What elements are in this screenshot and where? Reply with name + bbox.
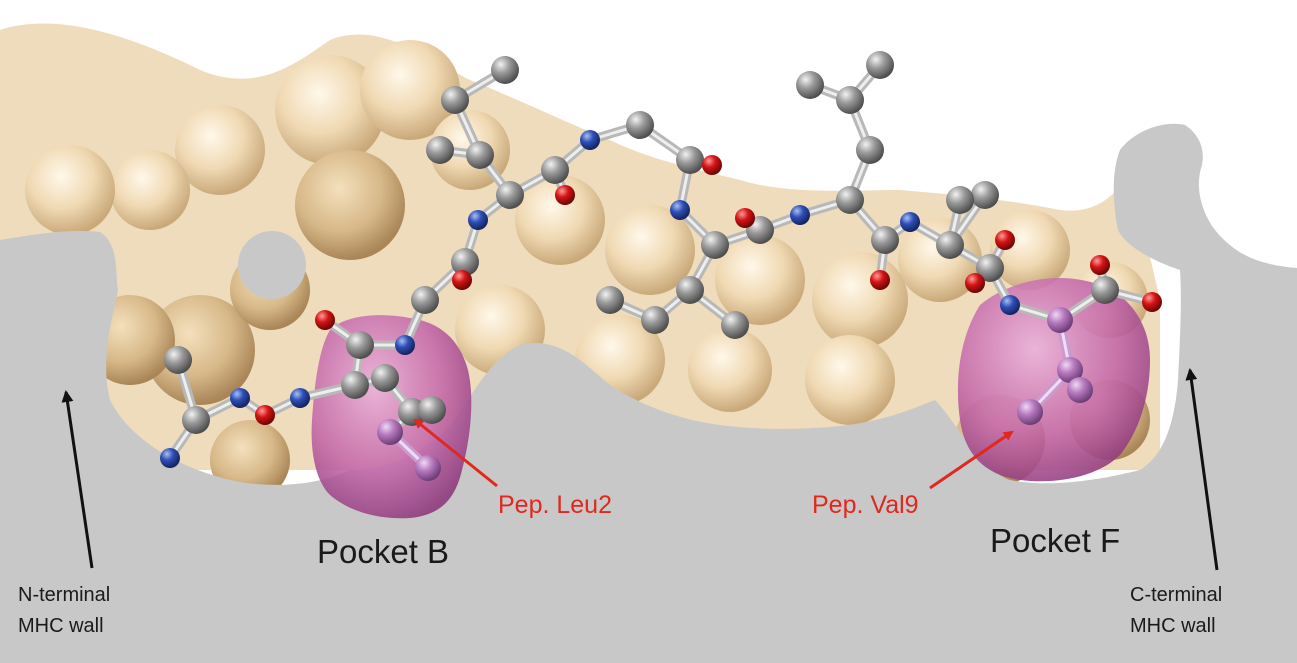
val9-label: Pep. Val9	[812, 491, 919, 519]
pocket-b-label: Pocket B	[317, 533, 450, 570]
carbon-atom	[1091, 276, 1119, 304]
carbon-atom	[721, 311, 749, 339]
n-terminal-line1: N-terminal	[18, 584, 111, 606]
pocket-f-label: Pocket F	[990, 522, 1121, 559]
pocket-f-surface	[957, 277, 1150, 482]
carbon-atom	[418, 396, 446, 424]
c-terminal-line2: MHC wall	[1130, 615, 1216, 637]
carbon-atom	[371, 364, 399, 392]
n-terminal-arrow	[61, 390, 94, 569]
n-terminal-line2: MHC wall	[18, 615, 104, 637]
leu2-arrow	[413, 418, 498, 488]
nitrogen-atom	[900, 212, 920, 232]
carbon-atom	[971, 181, 999, 209]
carbon-atom	[451, 248, 479, 276]
peptide-atoms	[160, 51, 1162, 481]
oxygen-atom	[995, 230, 1015, 250]
carbon-atom	[491, 56, 519, 84]
carbon-atom	[496, 181, 524, 209]
carbon-atom	[936, 231, 964, 259]
c-terminal-arrow	[1185, 368, 1219, 571]
leu2-label: Pep. Leu2	[498, 491, 612, 519]
carbon-atom	[466, 141, 494, 169]
carbon-atom	[976, 254, 1004, 282]
carbon-atom	[856, 136, 884, 164]
carbon-atom	[182, 406, 210, 434]
c-terminal-line1: C-terminal	[1130, 584, 1223, 606]
carbon-atom	[164, 346, 192, 374]
val9-arrow	[929, 430, 1014, 490]
oxygen-atom	[315, 310, 335, 330]
nitrogen-atom	[790, 205, 810, 225]
n-terminal-label: N-terminal MHC wall	[18, 580, 110, 642]
c-terminal-label: C-terminal MHC wall	[1130, 580, 1222, 642]
oxygen-atom	[965, 273, 985, 293]
pocket-carbon-atom	[377, 419, 403, 445]
carbon-atom	[641, 306, 669, 334]
carbon-atom	[341, 371, 369, 399]
carbon-atom	[676, 276, 704, 304]
carbon-atom	[836, 86, 864, 114]
carbon-atom	[346, 331, 374, 359]
mhc-cut-surface	[0, 123, 1297, 663]
nitrogen-atom	[670, 200, 690, 220]
carbon-atom	[596, 286, 624, 314]
pocket-carbon-atom	[415, 455, 441, 481]
carbon-atom	[541, 156, 569, 184]
carbon-atom	[866, 51, 894, 79]
nitrogen-atom	[580, 130, 600, 150]
carbon-atom	[411, 286, 439, 314]
nitrogen-atom	[160, 448, 180, 468]
nitrogen-atom	[395, 335, 415, 355]
pocket-carbon-atom	[1047, 307, 1073, 333]
carbon-atom	[836, 186, 864, 214]
nitrogen-atom	[290, 388, 310, 408]
oxygen-atom	[452, 270, 472, 290]
oxygen-atom	[555, 185, 575, 205]
oxygen-atom	[702, 155, 722, 175]
nitrogen-atom	[230, 388, 250, 408]
carbon-atom	[871, 226, 899, 254]
pocket-carbon-atom	[1057, 357, 1083, 383]
oxygen-atom	[870, 270, 890, 290]
oxygen-atom	[1090, 255, 1110, 275]
carbon-atom	[676, 146, 704, 174]
oxygen-atom	[1142, 292, 1162, 312]
pocket-carbon-atom	[1067, 377, 1093, 403]
carbon-atom	[441, 86, 469, 114]
carbon-atom	[701, 231, 729, 259]
carbon-atom	[426, 136, 454, 164]
carbon-atom	[946, 186, 974, 214]
carbon-atom	[796, 71, 824, 99]
oxygen-atom	[735, 208, 755, 228]
pocket-carbon-atom	[1017, 399, 1043, 425]
carbon-atom	[626, 111, 654, 139]
oxygen-atom	[255, 405, 275, 425]
nitrogen-atom	[1000, 295, 1020, 315]
nitrogen-atom	[468, 210, 488, 230]
